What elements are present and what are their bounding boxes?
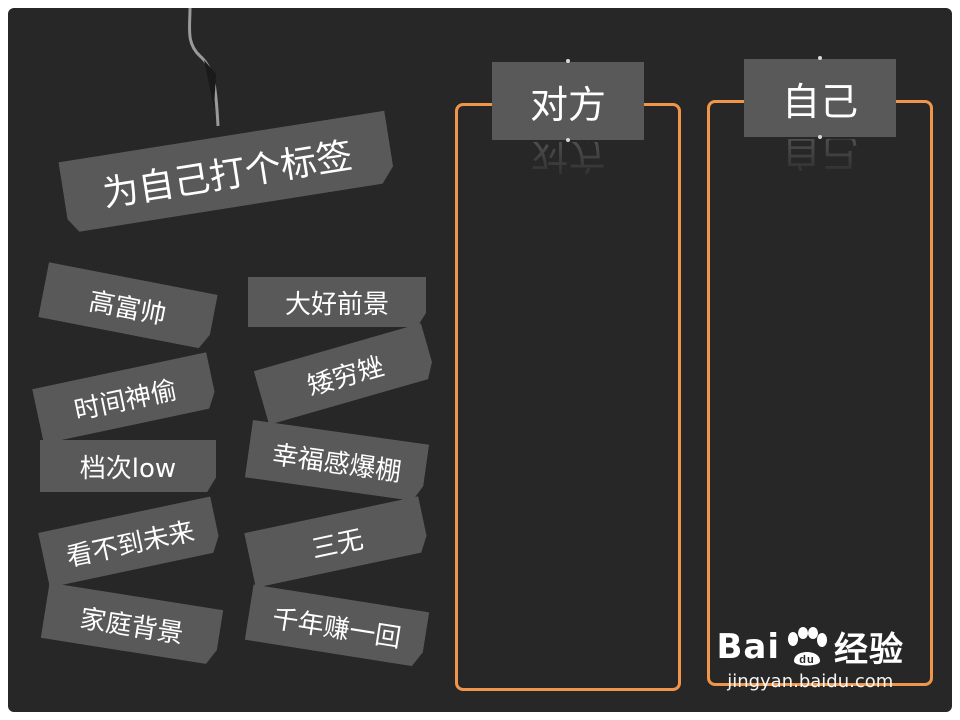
tag-item[interactable]: 档次low [40,440,216,492]
tag-item[interactable]: 大好前景 [248,277,426,327]
tag-item[interactable]: 高富帅 [38,262,218,350]
column-self-pin-bottom [818,135,822,139]
column-self-pin-top [818,56,822,60]
tag-item[interactable]: 千年赚一回 [245,584,430,667]
baidu-watermark: Bai du 经验 jingyan.baidu.com [716,622,904,692]
slide-canvas: 为自己打个标签 高富帅 时间神偷 档次low 看不到未来 家庭背景 大好前景 矮… [8,8,952,712]
baidu-logo-text-right: 经验 [834,630,904,670]
column-self-header-reflection: 自己 [781,139,858,174]
column-self-header: 自己 [744,59,896,137]
tag-item[interactable]: 三无 [244,496,430,588]
hanging-string [187,8,220,127]
tag-item[interactable]: 时间神偷 [32,352,218,444]
column-self[interactable] [707,100,933,686]
column-other-pin-bottom [566,138,570,142]
baidu-paw-text: du [799,654,814,666]
tag-item[interactable]: 家庭背景 [41,583,224,666]
baidu-logo-text-left: Bai [716,626,780,667]
column-other-header: 对方 [492,62,644,140]
tag-item[interactable]: 幸福感爆棚 [245,420,429,502]
baidu-url: jingyan.baidu.com [727,671,894,692]
column-other-pin-top [566,59,570,63]
baidu-logo: Bai du 经验 [716,622,904,671]
tag-item[interactable]: 矮穷矬 [254,323,437,425]
baidu-paw-icon: du [788,626,827,666]
column-other[interactable] [455,103,681,691]
tag-item[interactable]: 看不到未来 [38,496,222,587]
column-other-header-reflection: 对方 [529,142,606,177]
